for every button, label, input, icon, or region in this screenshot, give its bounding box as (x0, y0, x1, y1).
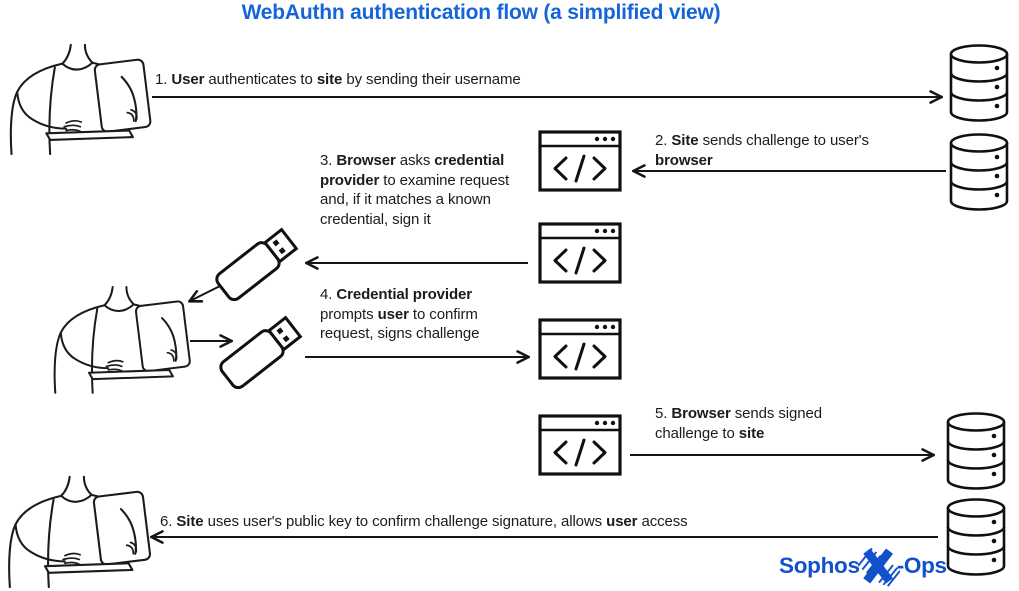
step-5-label: 5. Browser sends signed challenge to sit… (655, 405, 822, 442)
usb-security-key-icon (210, 306, 310, 390)
usb-security-key-icon (206, 218, 306, 302)
database-icon (944, 411, 1008, 491)
sophos-x-icon (857, 543, 900, 589)
person-with-laptop-icon (2, 474, 164, 588)
database-icon (947, 132, 1011, 212)
browser-window-code-icon (538, 222, 622, 284)
browser-window-code-icon (538, 414, 622, 476)
sophos-x-ops-logo: Sophos -Ops (779, 544, 947, 588)
step-4-label: 4. Credential provider prompts user to c… (320, 286, 480, 342)
logo-sophos-text: Sophos (779, 553, 860, 578)
browser-window-code-icon (538, 130, 622, 192)
browser-window-code-icon (538, 318, 622, 380)
database-icon (947, 43, 1011, 123)
person-with-laptop-icon (48, 284, 203, 394)
logo-ops-text: -Ops (896, 553, 947, 578)
diagram-title: WebAuthn authentication flow (a simplifi… (241, 1, 721, 24)
step-2-label: 2. Site sends challenge to user's browse… (655, 132, 869, 169)
person-with-laptop-icon (4, 42, 164, 155)
database-icon (944, 497, 1008, 577)
step-6-label: 6. Site uses user's public key to confir… (160, 513, 688, 530)
step-1-label: 1. User authenticates to site by sending… (155, 71, 521, 88)
step-3-label: 3. Browser asks credential provider to e… (320, 152, 510, 228)
